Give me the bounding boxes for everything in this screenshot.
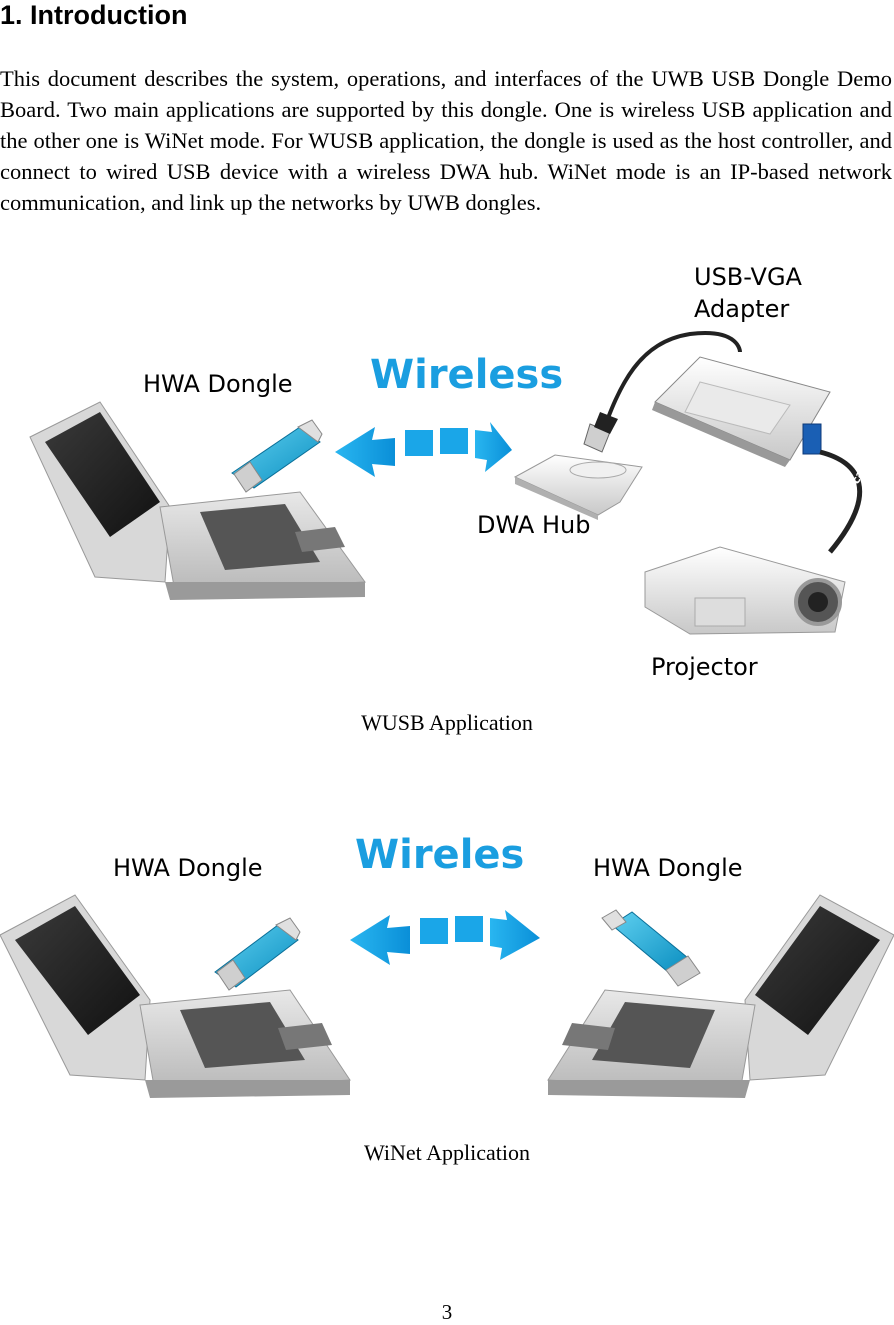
cable-note-usb: Use shorter cable [594, 304, 663, 403]
dwa-hub-label: DWA Hub [477, 511, 590, 539]
winet-wireless-label: Wireles [355, 832, 524, 878]
wireless-arrow-icon [335, 422, 512, 477]
left-usb-dongle-icon [214, 917, 301, 991]
left-laptop-icon [0, 894, 351, 1098]
usb-cable-icon [598, 331, 742, 441]
laptop-icon [29, 401, 366, 600]
intro-paragraph: This document describes the system, oper… [0, 66, 892, 215]
page-number: 3 [441, 1300, 453, 1324]
vga-cable-icon [819, 449, 862, 554]
usb-dongle-icon [231, 419, 323, 493]
projector-label: Projector [651, 653, 758, 681]
winet-diagram: HWA Dongle Wireles HWA Dongle [0, 832, 894, 1098]
usb-plug-icon [583, 412, 618, 453]
wusb-caption: WUSB Application [361, 710, 533, 735]
wusb-diagram: HWA Dongle Wireless DWA Hub Use shorter … [29, 263, 876, 681]
section-heading: 1. Introduction [0, 0, 188, 30]
winet-wireless-arrow-icon [350, 910, 540, 965]
right-laptop-icon [547, 894, 894, 1098]
hwa-dongle-label: HWA Dongle [143, 370, 293, 398]
right-usb-dongle-icon [601, 909, 701, 987]
projector-icon [644, 546, 846, 635]
hwa-dongle-left-label: HWA Dongle [113, 854, 263, 882]
wusb-figure: HWA Dongle Wireless DWA Hub Use shorter … [0, 262, 894, 694]
wireless-label: Wireless [370, 352, 563, 398]
dwa-hub-icon [513, 454, 643, 520]
winet-figure: HWA Dongle Wireles HWA Dongle [0, 830, 894, 1110]
usb-vga-adapter-icon [652, 356, 831, 467]
hwa-dongle-right-label: HWA Dongle [593, 854, 743, 882]
usb-vga-label-line1: USB-VGA [694, 263, 803, 291]
usb-vga-label-line2: Adapter [694, 295, 789, 323]
winet-caption: WiNet Application [364, 1140, 530, 1165]
cable-note-vga: Use shorter cable [813, 451, 876, 553]
